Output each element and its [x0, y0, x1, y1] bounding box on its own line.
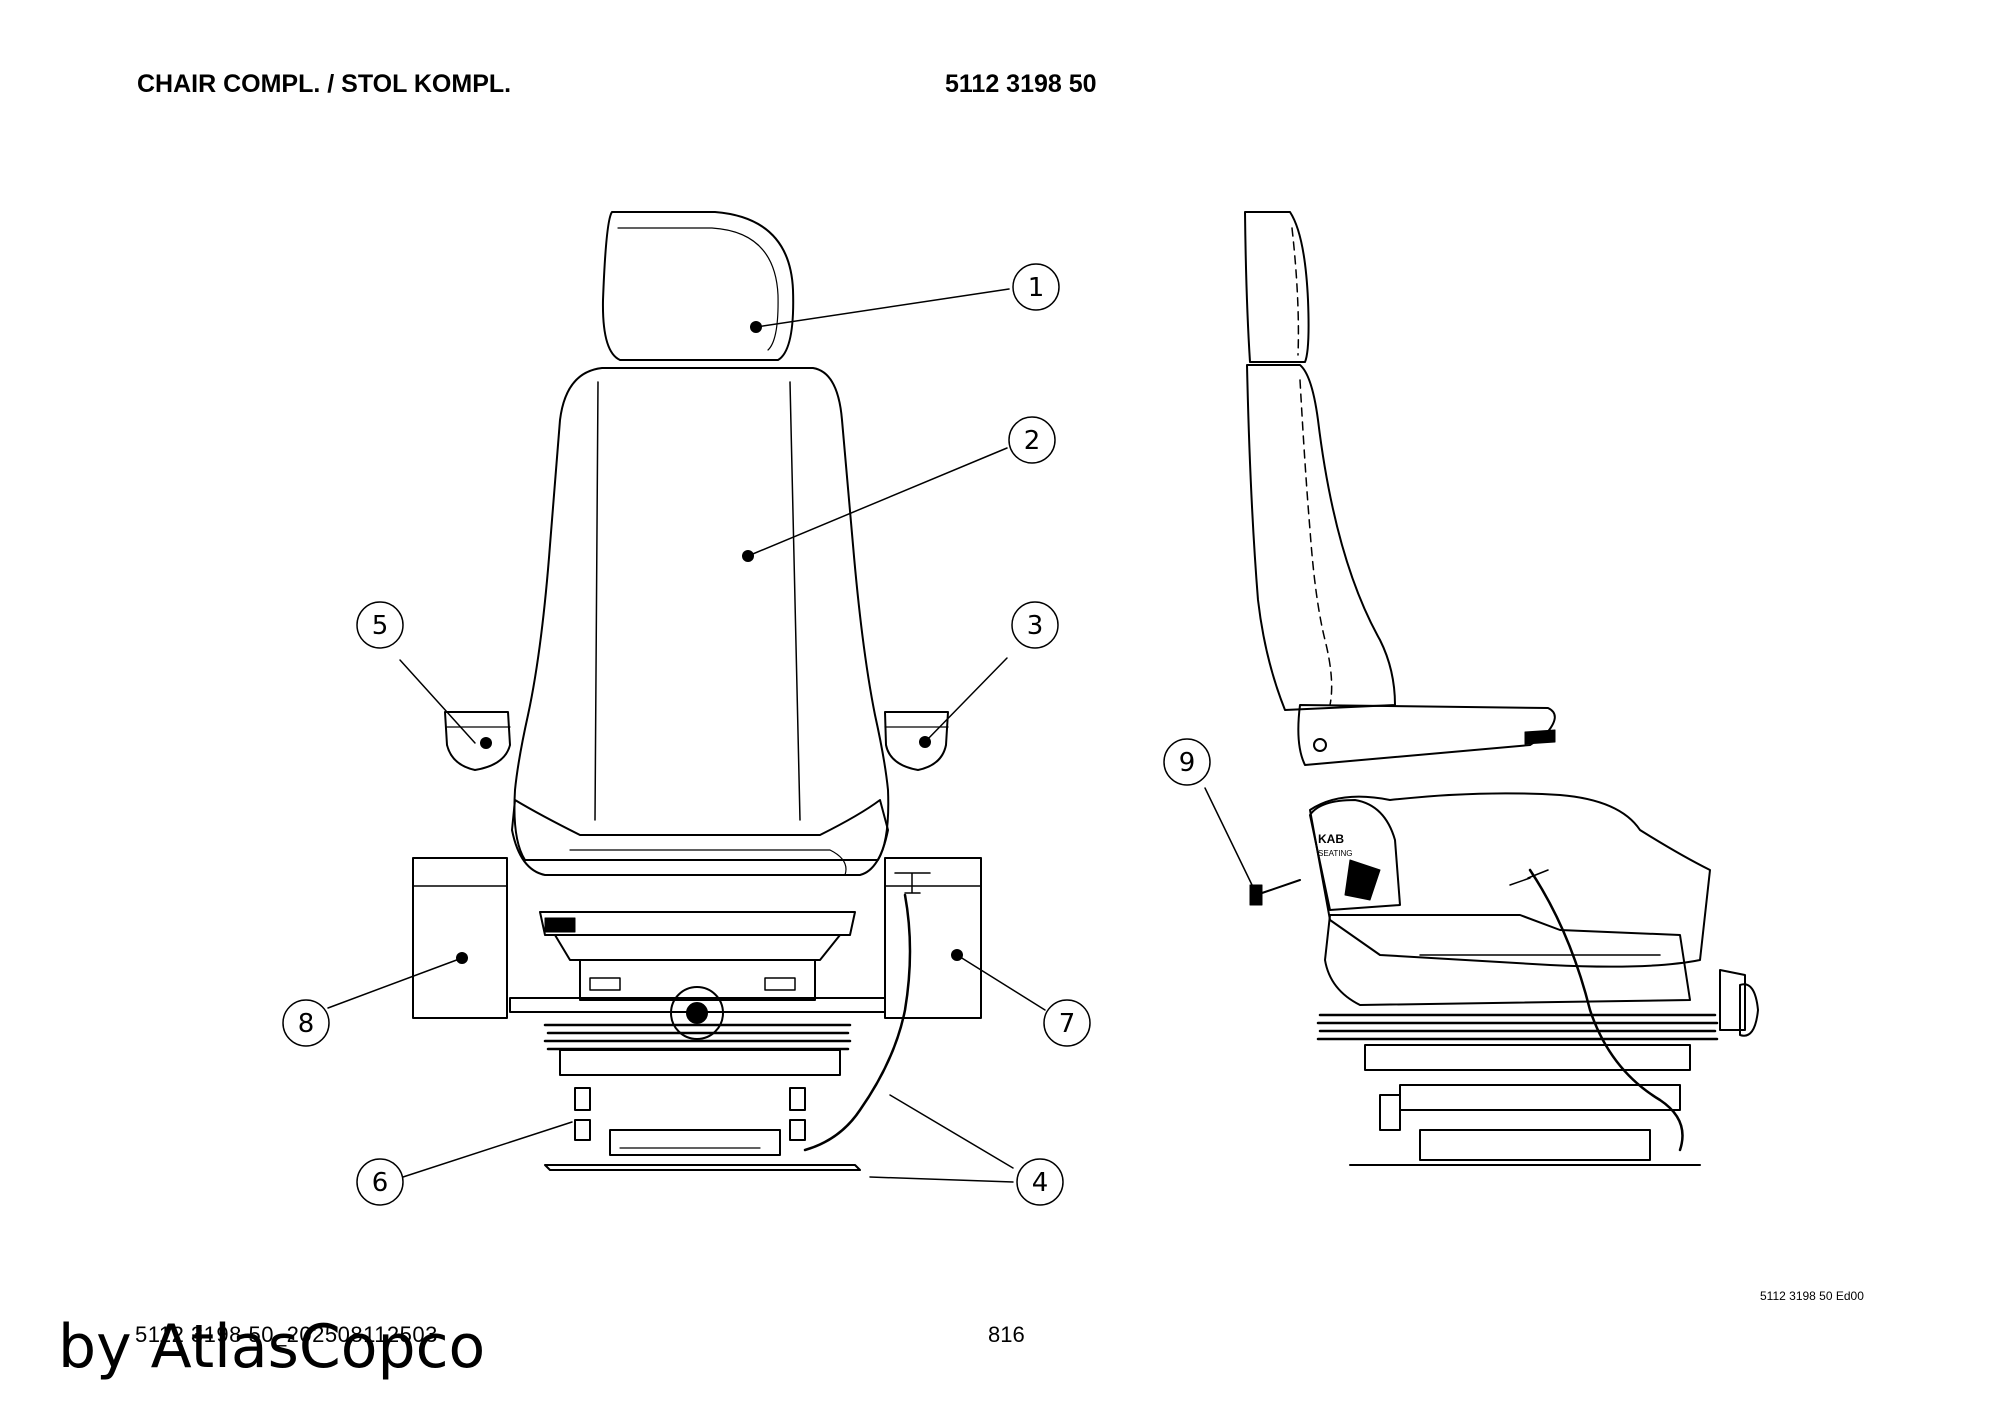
callout-8: 8 [282, 999, 330, 1047]
callout-1: 1 [1012, 263, 1060, 311]
page-number: 816 [988, 1322, 1025, 1347]
document-id: 5112 3198 50_202508112503 [135, 1322, 438, 1347]
backrest-front [513, 367, 890, 861]
headrest-side [1244, 211, 1310, 363]
part-number: 5112 3198 50 [945, 70, 1097, 98]
leader-lines [327, 288, 1254, 1183]
front-view [412, 211, 982, 1171]
svg-text:9: 9 [1179, 748, 1196, 778]
callout-5: 5 [356, 601, 404, 649]
svg-text:1: 1 [1028, 273, 1045, 303]
svg-text:8: 8 [298, 1009, 315, 1039]
callout-9: 9 [1163, 738, 1211, 786]
svg-text:3: 3 [1027, 611, 1044, 641]
headrest-front [601, 211, 795, 361]
side-label-line1: KAB [1318, 832, 1344, 846]
svg-text:7: 7 [1059, 1009, 1076, 1039]
edition-code: 5112 3198 50 Ed00 [1760, 1289, 1864, 1303]
svg-text:2: 2 [1024, 426, 1041, 456]
svg-text:6: 6 [372, 1168, 389, 1198]
backrest-side [1246, 364, 1396, 711]
armrest-side [1297, 704, 1556, 766]
callout-4: 4 [1016, 1158, 1064, 1206]
callout-2: 2 [1008, 416, 1056, 464]
watermark: by AtlasCopco [58, 1312, 486, 1382]
svg-text:5: 5 [372, 611, 389, 641]
svg-text:4: 4 [1032, 1168, 1049, 1198]
connector-9 [1249, 884, 1263, 906]
side-console-left [412, 857, 508, 1019]
side-view: KAB SEATING [1244, 211, 1759, 1166]
callout-7: 7 [1043, 999, 1091, 1047]
bellows-front [543, 1023, 852, 1051]
adjustment-knob-side [1739, 983, 1759, 1037]
armrest-right [884, 711, 949, 771]
callout-6: 6 [356, 1158, 404, 1206]
side-console-right [884, 857, 982, 1019]
callout-bubbles: 1 2 3 4 5 6 7 8 [282, 263, 1211, 1206]
callout-3: 3 [1011, 601, 1059, 649]
adjustment-knob-front [670, 986, 724, 1040]
drawing-title: CHAIR COMPL. / STOL KOMPL. [137, 70, 512, 98]
seat-cushion-side [1309, 792, 1711, 968]
base-plate-front [544, 1164, 861, 1171]
armrest-left [444, 711, 511, 771]
side-label-line2: SEATING [1318, 849, 1353, 858]
seat-cushion-front [511, 799, 889, 876]
leader-dots [456, 321, 963, 964]
